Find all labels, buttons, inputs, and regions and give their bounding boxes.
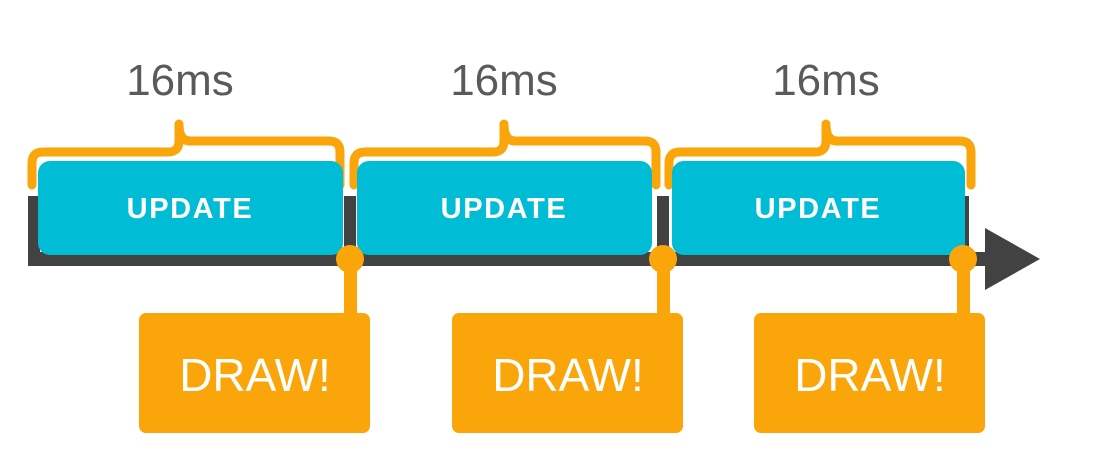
- time-axis-tick-2: [657, 196, 669, 258]
- update-block-2-label: UPDATE: [441, 193, 568, 225]
- time-axis-tick-1: [344, 196, 356, 258]
- update-block-group: UPDATE UPDATE UPDATE: [38, 161, 965, 255]
- bracket-1-brace: [27, 119, 345, 190]
- draw-block-3[interactable]: DRAW!: [754, 313, 985, 433]
- bracket-1: 16ms: [27, 56, 345, 190]
- frame-marker-group: [336, 245, 977, 273]
- bracket-3: 16ms: [664, 56, 976, 190]
- time-axis-tick-start: [28, 196, 40, 258]
- bracket-3-label: 16ms: [772, 56, 880, 105]
- update-block-1-label: UPDATE: [127, 193, 254, 225]
- draw-block-2[interactable]: DRAW!: [452, 313, 683, 433]
- update-block-3-bg[interactable]: [672, 161, 965, 255]
- bracket-3-brace: [664, 119, 976, 190]
- bracket-2-label: 16ms: [450, 56, 558, 105]
- update-block-3-label: UPDATE: [755, 193, 882, 225]
- update-block-2[interactable]: UPDATE: [357, 161, 652, 255]
- time-arrow-icon: [985, 228, 1040, 290]
- draw-block-1-label: DRAW!: [179, 349, 331, 401]
- draw-block-2-label: DRAW!: [492, 349, 644, 401]
- frame-marker-3[interactable]: [949, 245, 977, 273]
- frame-marker-2[interactable]: [649, 245, 677, 273]
- draw-block-3-bg[interactable]: [754, 313, 985, 433]
- update-block-1[interactable]: UPDATE: [38, 161, 343, 255]
- bracket-1-label: 16ms: [126, 56, 234, 105]
- bracket-2: 16ms: [349, 56, 661, 190]
- time-axis-bar: [28, 252, 985, 266]
- update-block-3[interactable]: UPDATE: [672, 161, 965, 255]
- time-axis: [28, 196, 1040, 290]
- frame-marker-1[interactable]: [336, 245, 364, 273]
- draw-block-2-bg[interactable]: [452, 313, 683, 433]
- draw-block-group: DRAW! DRAW! DRAW!: [139, 313, 985, 433]
- update-block-2-bg[interactable]: [357, 161, 652, 255]
- draw-block-1[interactable]: DRAW!: [139, 313, 370, 433]
- bracket-2-brace: [349, 119, 661, 190]
- draw-block-3-label: DRAW!: [794, 349, 946, 401]
- update-block-1-bg[interactable]: [38, 161, 343, 255]
- draw-block-1-bg[interactable]: [139, 313, 370, 433]
- bracket-group: 16ms 16ms 16ms: [27, 56, 976, 190]
